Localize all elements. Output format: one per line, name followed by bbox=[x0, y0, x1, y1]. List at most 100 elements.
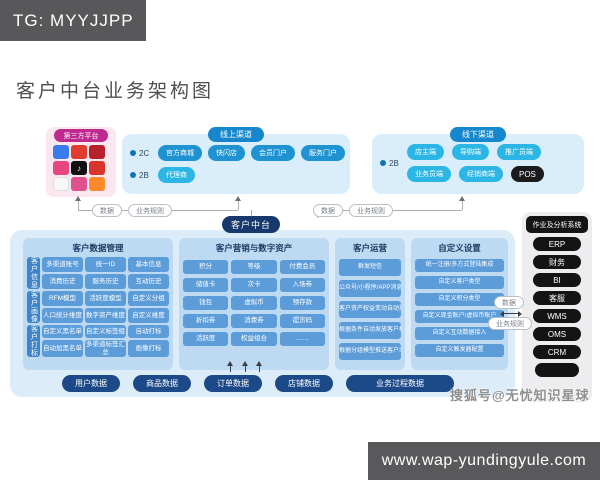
capability-pill: 自定义触发器配置 bbox=[415, 344, 504, 357]
capability-pill: 自动打标 bbox=[128, 325, 169, 339]
third-party-icon-grid: ♪ bbox=[53, 145, 109, 191]
capability-pill: 活跃度 bbox=[183, 332, 229, 346]
data-pill: 用户数据 bbox=[62, 375, 120, 392]
arrow-up-icon bbox=[459, 196, 465, 201]
online-channel-tag: 2C bbox=[130, 149, 152, 158]
group-vertical-label: 客户画像 bbox=[27, 291, 40, 323]
system-pill: 财务 bbox=[533, 255, 581, 269]
capability-pill: 付费会员 bbox=[279, 260, 325, 274]
business-rules-pill: 业务规则 bbox=[349, 204, 393, 217]
connector-line bbox=[259, 366, 260, 372]
capability-pill: 等级 bbox=[231, 260, 277, 274]
app-icon-red-circle bbox=[89, 161, 105, 175]
third-party-label: 第三方平台 bbox=[54, 129, 108, 142]
capability-stack: 统一注册/多方式登陆集成自定义客户类型自定义积分类型自定义现金账户/虚拟币账户自… bbox=[415, 259, 504, 357]
capability-pill: 统一ID bbox=[85, 257, 126, 272]
channel-pill: 会员门户 bbox=[251, 145, 295, 161]
online-channel-tag: 2B bbox=[130, 171, 152, 180]
system-pill-partial bbox=[535, 363, 579, 377]
system-pill: CRM bbox=[533, 345, 581, 359]
system-pill: OMS bbox=[533, 327, 581, 341]
taobao-app-icon bbox=[89, 177, 105, 191]
offline-channel-row: 店主端导购端推广员端 bbox=[407, 144, 544, 160]
data-pill: 业务过程数据 bbox=[346, 375, 454, 392]
app-icon-pink bbox=[53, 161, 69, 175]
third-party-panel: 第三方平台 ♪ bbox=[46, 127, 116, 197]
capability-pill: 统一注册/多方式登陆集成 bbox=[415, 259, 504, 272]
capability-pill: RFM模型 bbox=[42, 291, 83, 306]
arrow-up-icon bbox=[235, 196, 241, 201]
channel-pill: 快闪店 bbox=[208, 145, 245, 161]
capability-pill: 储值卡 bbox=[183, 278, 229, 292]
tg-watermark-label: TG: MYYJJPP bbox=[13, 10, 134, 30]
capability-pill: …… bbox=[279, 332, 325, 346]
platform-column-title: 自定义设置 bbox=[438, 243, 481, 253]
arrow-up-icon bbox=[256, 361, 262, 366]
platform-column-title: 客户数据管理 bbox=[72, 243, 124, 253]
channel-pill: 推广员端 bbox=[497, 144, 541, 160]
connector-line bbox=[245, 366, 246, 372]
business-rules-pill: 业务规则 bbox=[488, 317, 532, 330]
group-vertical-label: 客户信息 bbox=[27, 257, 40, 289]
connector-line bbox=[78, 201, 79, 210]
capability-pill: 入场券 bbox=[279, 278, 325, 292]
capability-stack: 群发短信公众号/小程序/APP消息推送客户资产权益变动自动提醒根据条件自动发放客… bbox=[339, 259, 401, 360]
capability-pill: 钱包 bbox=[183, 296, 229, 310]
system-pill: WMS bbox=[533, 309, 581, 323]
capability-pill: 自定义标签组 bbox=[85, 325, 126, 339]
douyin-app-icon: ♪ bbox=[71, 161, 87, 175]
system-pill: 客服 bbox=[533, 291, 581, 305]
capability-pill: 数字资产维度 bbox=[85, 308, 126, 323]
capability-pill: 互动历史 bbox=[128, 274, 169, 289]
capability-grid: 自定义黑名单自定义标签组自动打标自动加黑名单多渠道标签汇总画像打标 bbox=[42, 325, 169, 357]
double-arrow-icon bbox=[500, 310, 522, 317]
analysis-systems-title: 作业及分析系统 bbox=[526, 216, 588, 233]
connector-line bbox=[238, 201, 239, 210]
channel-pill: 经销商端 bbox=[459, 166, 503, 182]
capability-pill: 画像打标 bbox=[128, 340, 169, 357]
capability-grid: RFM模型活跃度模型自定义分组人口统计维度数字资产维度自定义维度 bbox=[42, 291, 169, 323]
capability-pill: 权益组合 bbox=[231, 332, 277, 346]
capability-pill: 提货码 bbox=[279, 314, 325, 328]
channel-pill: 代理商 bbox=[158, 167, 195, 183]
platform-column: 客户营销与数字资产积分等级付费会员储值卡次卡入场券钱包虚拟币预存款折扣券消费券提… bbox=[179, 238, 329, 370]
page-title: 客户中台业务架构图 bbox=[16, 81, 215, 102]
app-icon-red-frame bbox=[71, 145, 87, 159]
capability-group: 客户打标自定义黑名单自定义标签组自动打标自动加黑名单多渠道标签汇总画像打标 bbox=[27, 325, 169, 357]
capability-pill: 自定义互动数据接入 bbox=[415, 327, 504, 340]
group-vertical-label: 客户打标 bbox=[27, 325, 40, 357]
data-flow-pill: 数据 bbox=[313, 204, 343, 217]
capability-pill: 自定义客户类型 bbox=[415, 276, 504, 289]
business-rules-pill: 业务规则 bbox=[128, 204, 172, 217]
data-pill: 店铺数据 bbox=[275, 375, 333, 392]
capability-pill: 客户资产权益变动自动提醒 bbox=[339, 301, 401, 318]
channel-tag-label: 2C bbox=[139, 148, 150, 158]
offline-channel-tag: 2B bbox=[380, 159, 402, 168]
offline-tag-label: 2B bbox=[389, 158, 399, 168]
bottom-url-bar: www.wap-yundingyule.com bbox=[368, 442, 600, 480]
capability-pill: 自动加黑名单 bbox=[42, 340, 83, 357]
platform-column: 客户运营群发短信公众号/小程序/APP消息推送客户资产权益变动自动提醒根据条件自… bbox=[335, 238, 405, 370]
capability-pill: 多渠道账号 bbox=[42, 257, 83, 272]
capability-pill: 基本信息 bbox=[128, 257, 169, 272]
channel-pill: 官方商城 bbox=[158, 145, 202, 161]
online-channel-row: 2B 代理商 bbox=[130, 167, 346, 183]
channel-pill: POS bbox=[511, 166, 544, 182]
connector-line bbox=[230, 366, 231, 372]
capability-pill: 自定义维度 bbox=[128, 308, 169, 323]
capability-pill: 多渠道标签汇总 bbox=[85, 340, 126, 357]
capability-pill: 折扣券 bbox=[183, 314, 229, 328]
capability-pill: 自定义积分类型 bbox=[415, 293, 504, 306]
capability-pill: 积分 bbox=[183, 260, 229, 274]
data-pills-row: 用户数据商品数据订单数据店铺数据业务过程数据 bbox=[62, 375, 454, 392]
sohu-watermark: 搜狐号@无忧知识星球 bbox=[450, 388, 590, 403]
